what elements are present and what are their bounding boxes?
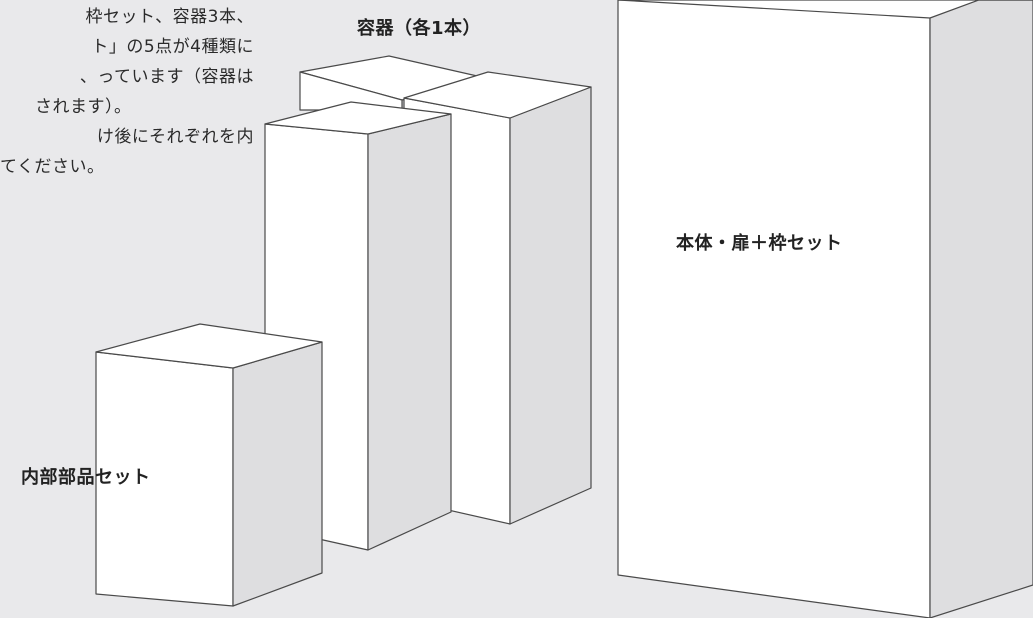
description-line: されます）。 (35, 97, 132, 117)
description-line: 、っています（容器は (79, 67, 254, 87)
container-right-side (509, 86, 592, 525)
containers-label: 容器（各1本） (357, 18, 482, 39)
description-line: 枠セット、容器3本、 (85, 7, 254, 27)
internal-parts-label: 内部部品セット (21, 467, 151, 488)
body-door-frame-box (617, 0, 1033, 618)
description-line: ト」の5点が4種類に (91, 37, 254, 57)
description-line: てください。 (0, 157, 105, 177)
description-text: 枠セット、容器3本、 ト」の5点が4種類に 、っています（容器は されます）。 … (0, 2, 254, 182)
container-front-side (367, 113, 452, 551)
internal-parts-box (95, 323, 323, 607)
internal-box-top (95, 323, 323, 369)
container-right-top (403, 71, 592, 119)
internal-box-side (232, 341, 323, 607)
body-box-side (929, 0, 1033, 618)
body-box-top (617, 0, 1033, 19)
description-line: け後にそれぞれを内 (96, 127, 254, 147)
body-door-frame-label: 本体・扉＋枠セット (676, 233, 843, 254)
body-box-front (617, 0, 931, 618)
container-front-top (264, 101, 452, 135)
